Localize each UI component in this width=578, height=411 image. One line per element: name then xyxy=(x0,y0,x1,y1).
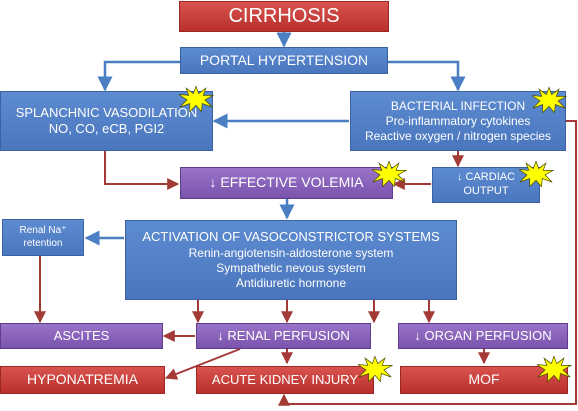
portal-hypertension-box: PORTAL HYPERTENSION xyxy=(180,47,388,74)
cirrhosis-label: CIRRHOSIS xyxy=(228,5,340,27)
starburst-icon xyxy=(178,85,214,113)
adh-label: Antidiuretic hormone xyxy=(235,275,347,290)
starburst-icon xyxy=(357,355,393,383)
renal-na-line1: Renal Na⁺ xyxy=(19,225,67,236)
hyponatremia-box: HYPONATREMIA xyxy=(0,366,165,394)
splanchnic-vasodilation-box: SPLANCHNIC VASODILATION NO, CO, eCB, PGI… xyxy=(0,91,213,151)
bacterial-title: BACTERIAL INFECTION xyxy=(390,98,526,113)
cardiac-output-box: ↓ CARDIAC OUTPUT xyxy=(432,167,540,203)
starburst-icon xyxy=(518,160,554,188)
aki-label: ACUTE KIDNEY INJURY xyxy=(211,371,359,387)
organ-perfusion-label: ↓ ORGAN PERFUSION xyxy=(414,327,552,343)
renal-perfusion-label: ↓ RENAL PERFUSION xyxy=(217,327,350,343)
starburst-icon xyxy=(371,160,407,188)
cardiac-output-line2: OUTPUT xyxy=(463,185,509,197)
vasoconstrictor-title: ACTIVATION OF VASOCONSTRICTOR SYSTEMS xyxy=(142,229,440,245)
mof-label: MOF xyxy=(468,371,500,388)
splanchnic-title: SPLANCHNIC VASODILATION xyxy=(15,104,198,120)
vasoconstrictor-systems-box: ACTIVATION OF VASOCONSTRICTOR SYSTEMS Re… xyxy=(125,220,457,300)
sns-label: Sympathetic nevous system xyxy=(216,260,366,275)
ascites-box: ASCITES xyxy=(0,323,163,349)
raas-label: Renin-angiotensin-aldosterone system xyxy=(188,245,394,260)
renal-na-retention-box: Renal Na⁺ retention xyxy=(2,219,84,256)
bacterial-cytokines: Pro-inflammatory cytokines xyxy=(385,113,531,128)
organ-perfusion-box: ↓ ORGAN PERFUSION xyxy=(398,323,568,349)
splanchnic-mediators: NO, CO, eCB, PGI2 xyxy=(48,121,165,136)
bacterial-infection-box: BACTERIAL INFECTION Pro-inflammatory cyt… xyxy=(350,91,566,151)
ascites-label: ASCITES xyxy=(53,327,110,343)
cardiac-output-line1: ↓ CARDIAC xyxy=(456,171,516,184)
hyponatremia-label: HYPONATREMIA xyxy=(27,371,138,388)
mof-box: MOF xyxy=(400,366,568,394)
acute-kidney-injury-box: ACUTE KIDNEY INJURY xyxy=(196,366,374,394)
bacterial-ros: Reactive oxygen / nitrogen species xyxy=(364,128,552,143)
starburst-icon xyxy=(536,355,572,383)
portal-hypertension-label: PORTAL HYPERTENSION xyxy=(199,51,369,68)
effective-volemia-box: ↓ EFFECTIVE VOLEMIA xyxy=(180,167,393,199)
effective-volemia-label: ↓ EFFECTIVE VOLEMIA xyxy=(209,174,364,191)
renal-na-line2: retention xyxy=(23,237,63,249)
renal-perfusion-box: ↓ RENAL PERFUSION xyxy=(196,323,371,349)
cirrhosis-box: CIRRHOSIS xyxy=(179,1,389,32)
starburst-icon xyxy=(531,86,567,114)
